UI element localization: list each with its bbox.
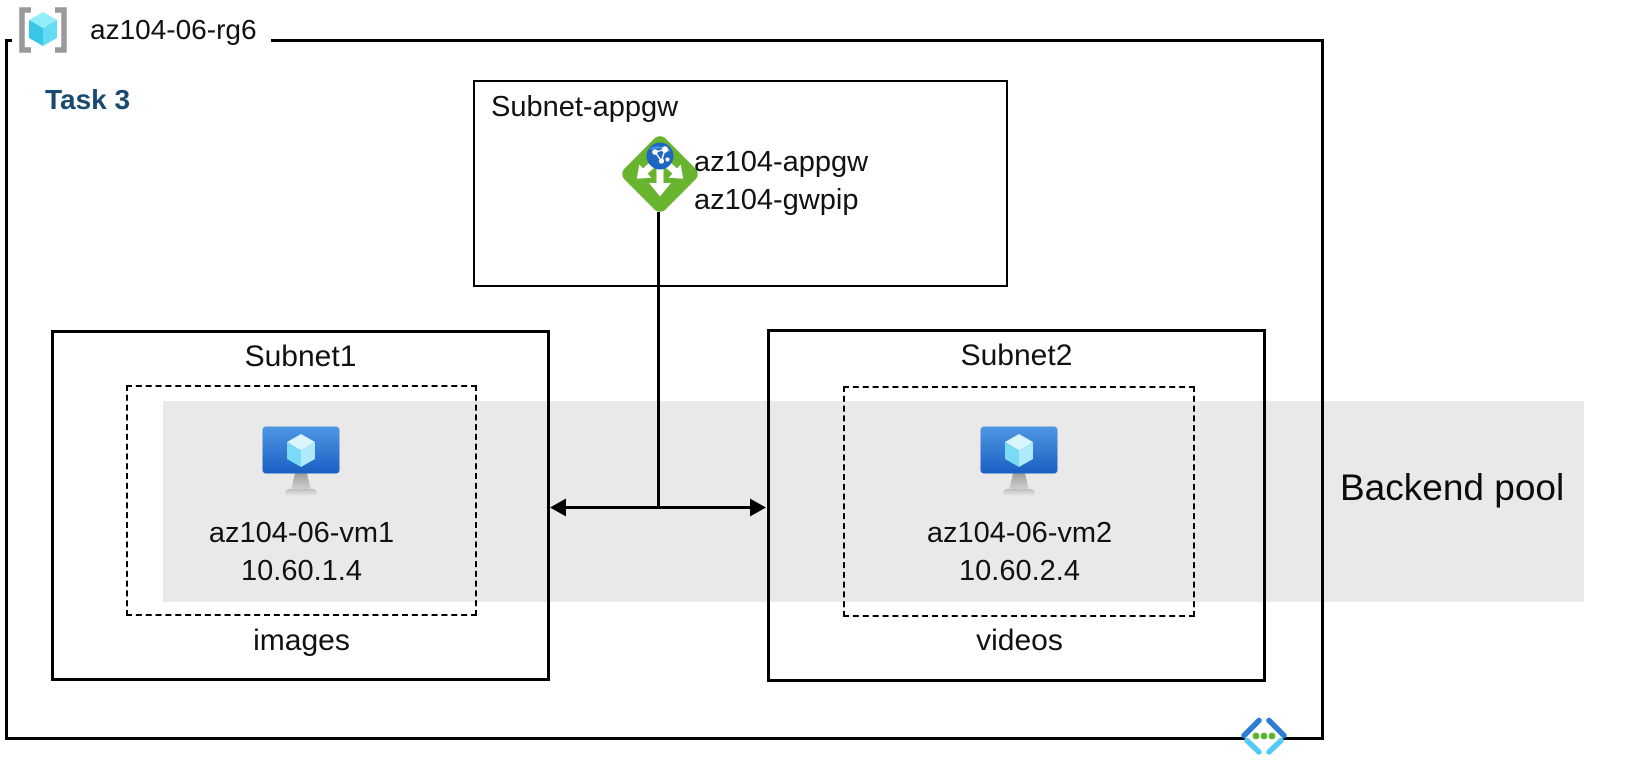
resource-group-name: az104-06-rg6 bbox=[90, 14, 257, 45]
subnet-appgw-label: Subnet-appgw bbox=[491, 91, 679, 123]
application-gateway-names: az104-appgw az104-gwpip bbox=[694, 143, 868, 219]
subnet1-box: Subnet1 bbox=[51, 330, 550, 681]
vm2-labels: az104-06-vm2 10.60.2.4 bbox=[844, 514, 1195, 590]
vm2-name: az104-06-vm2 bbox=[926, 517, 1113, 549]
connector-double-arrow bbox=[550, 498, 766, 517]
subnet2-backend-zone bbox=[843, 386, 1195, 617]
subnet1-caption: images bbox=[253, 624, 350, 657]
connector-vertical-line bbox=[657, 212, 660, 509]
subnet2-label: Subnet2 bbox=[960, 339, 1073, 372]
subnet2-caption: videos bbox=[976, 624, 1063, 657]
task-label: Task 3 bbox=[45, 84, 131, 115]
subnet1-backend-zone bbox=[126, 385, 477, 616]
subnet1-label: Subnet1 bbox=[244, 340, 357, 373]
application-gateway-icon bbox=[622, 136, 698, 212]
vm1-ip: 10.60.1.4 bbox=[241, 555, 362, 587]
subnet2-box: Subnet2 bbox=[767, 329, 1266, 682]
backend-pool-label: Backend pool bbox=[1340, 467, 1565, 508]
resource-group-box bbox=[5, 39, 1324, 740]
virtual-machine-icon bbox=[980, 426, 1058, 497]
vm2-ip: 10.60.2.4 bbox=[959, 555, 1080, 587]
vm1-labels: az104-06-vm1 10.60.1.4 bbox=[126, 514, 477, 590]
resource-group-header: az104-06-rg6 bbox=[12, 5, 271, 55]
backend-pool-band bbox=[163, 401, 1584, 602]
vm1-name: az104-06-vm1 bbox=[208, 517, 395, 549]
virtual-network-icon bbox=[1241, 717, 1287, 755]
appgw-name: az104-appgw bbox=[694, 146, 869, 178]
resource-group-icon bbox=[19, 7, 67, 53]
appgw-pip-name: az104-gwpip bbox=[694, 184, 859, 216]
virtual-machine-icon bbox=[262, 426, 340, 497]
subnet-appgw-box: Subnet-appgw bbox=[473, 80, 1008, 287]
